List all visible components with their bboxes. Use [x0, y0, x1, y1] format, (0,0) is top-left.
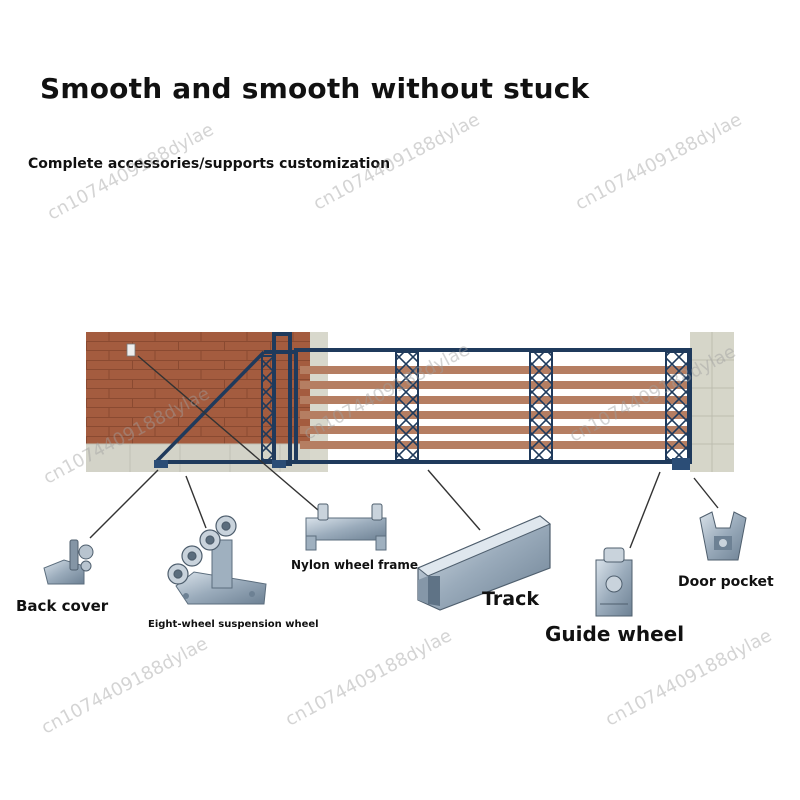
page-title: Smooth and smooth without stuck [40, 72, 590, 105]
label-guide-wheel: Guide wheel [545, 622, 685, 646]
suspension-wheel-part [167, 515, 267, 605]
page-subtitle: Complete accessories/supports customizat… [28, 156, 391, 172]
guide-wheel-part [595, 547, 633, 617]
label-door-pocket: Door pocket [678, 574, 774, 590]
label-nylon-wheel-frame: Nylon wheel frame [291, 558, 419, 572]
label-track: Track [482, 588, 539, 610]
label-suspension-wheel: Eight-wheel suspension wheel [148, 619, 319, 630]
right-pillar [690, 332, 734, 472]
sliding-gate [154, 332, 692, 470]
back-cover-part [43, 539, 94, 585]
nylon-wheel-frame-part [305, 503, 387, 551]
track-part [417, 515, 551, 611]
door-pocket-part [699, 511, 747, 561]
leader-lines [89, 355, 719, 549]
label-back-cover: Back cover [16, 597, 109, 615]
